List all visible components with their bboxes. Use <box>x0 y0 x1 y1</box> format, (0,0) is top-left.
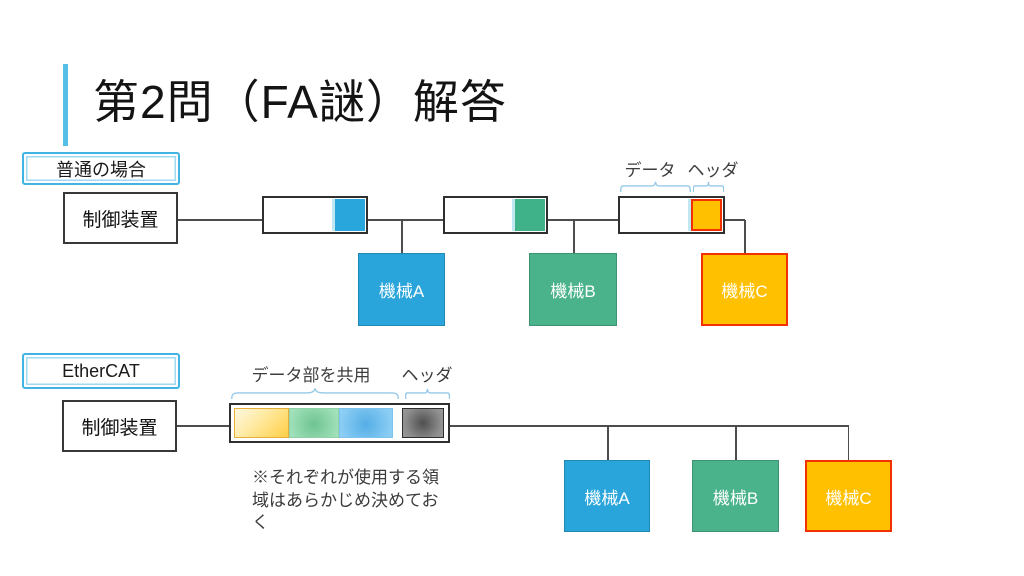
machine-c-label: 機械C <box>825 488 872 508</box>
drop-line-normal-c <box>744 220 746 253</box>
drop-line-normal-a <box>401 220 403 253</box>
drop-line-normal-b <box>573 220 575 253</box>
packet-divider <box>688 199 691 231</box>
packet-normal-a <box>262 196 368 234</box>
controller-box-ethercat: 制御装置 <box>62 400 177 452</box>
note-text: ※それぞれが使用する領域はあらかじめ決めておく <box>252 468 439 532</box>
packet-data-area <box>265 199 332 231</box>
curly-brace-icon <box>693 181 724 192</box>
machine-a-label: 機械A <box>378 282 425 301</box>
bus-line-ethercat <box>177 425 849 427</box>
packet-header-c-highlighted <box>691 199 722 231</box>
machine-box-a-normal: 機械A <box>358 253 445 326</box>
machine-c-label: 機械C <box>721 282 768 301</box>
machine-box-b-normal: 機械B <box>529 253 617 326</box>
tag-ethercat-label: EtherCAT <box>62 360 140 381</box>
machine-box-a-ethercat: 機械A <box>564 460 650 532</box>
title-accent-bar <box>63 64 68 146</box>
packet-data-area <box>446 199 512 231</box>
machine-b-label: 機械B <box>712 488 759 508</box>
machine-box-c-normal: 機械C <box>701 253 788 326</box>
machine-b-label: 機械B <box>550 282 596 301</box>
packet-ethercat-shared <box>229 403 450 443</box>
packet-normal-b <box>443 196 548 234</box>
drop-line-ethercat-b <box>735 426 737 460</box>
label-data-normal: データ <box>624 161 676 180</box>
curly-brace-icon <box>405 388 450 399</box>
curly-brace-icon <box>230 388 400 399</box>
label-shared-data: データ部を共用 <box>251 366 371 385</box>
controller-label-ethercat: 制御装置 <box>81 417 158 439</box>
shared-data-segment-a <box>234 408 289 438</box>
shared-header-segment <box>402 408 444 438</box>
drop-line-ethercat-c <box>847 426 849 460</box>
controller-label-normal: 制御装置 <box>82 209 159 231</box>
tag-normal-case-label: 普通の場合 <box>56 159 146 180</box>
machine-box-b-ethercat: 機械B <box>692 460 779 532</box>
machine-a-label: 機械A <box>584 488 630 508</box>
label-header-ethercat: ヘッダ <box>401 366 453 385</box>
shared-data-segment-b <box>289 408 339 438</box>
curly-brace-icon <box>620 181 691 192</box>
tag-normal-case: 普通の場合 <box>22 152 180 185</box>
controller-box-normal: 制御装置 <box>63 192 178 244</box>
page-title: 第2問（FA謎）解答 <box>93 76 507 128</box>
packet-data-area <box>621 199 688 231</box>
packet-divider <box>512 199 515 231</box>
label-header-normal: ヘッダ <box>687 161 739 180</box>
packet-divider <box>332 199 335 231</box>
packet-header-b <box>515 199 545 231</box>
packet-normal-c <box>618 196 725 234</box>
drop-line-ethercat-a <box>607 426 609 460</box>
shared-data-segment-c <box>339 408 393 438</box>
packet-header-a <box>335 199 365 231</box>
tag-ethercat: EtherCAT <box>22 353 180 389</box>
machine-box-c-ethercat: 機械C <box>805 460 892 532</box>
